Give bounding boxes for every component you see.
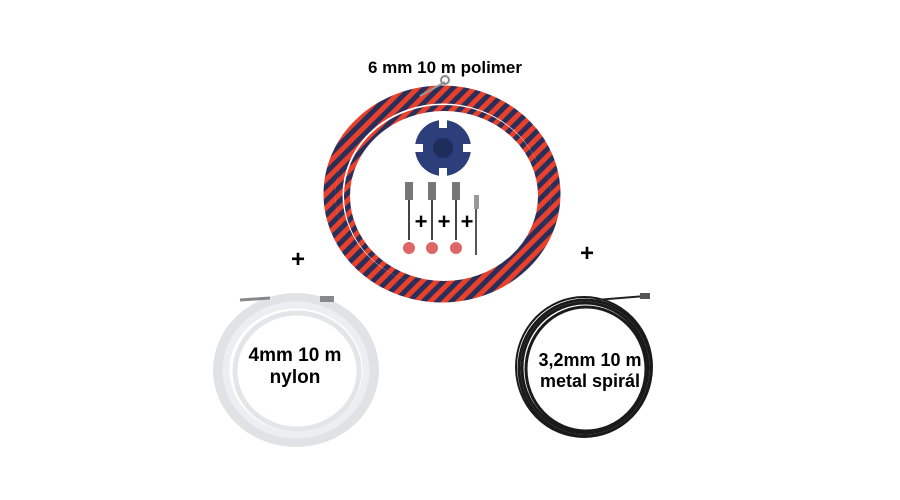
plus-sign-left: + bbox=[290, 246, 305, 273]
plus-sign-tip-1: + bbox=[414, 209, 428, 234]
plus-sign-right: + bbox=[579, 240, 594, 267]
nylon-coil bbox=[213, 293, 379, 447]
metal-label-line2: metal spirál bbox=[539, 370, 641, 391]
polymer-label: 6 mm 10 m polimer bbox=[367, 58, 522, 77]
metal-spiral-coil bbox=[515, 293, 653, 438]
blue-reel-accessory bbox=[413, 118, 473, 178]
plus-sign-tip-2: + bbox=[437, 209, 451, 234]
metal-label: 3,2mm 10 m metal spirál bbox=[515, 350, 665, 391]
polymer-coil bbox=[323, 75, 561, 303]
plus-sign-tip-3: + bbox=[460, 209, 474, 234]
nylon-label-line2: nylon bbox=[269, 366, 321, 388]
nylon-label-line1: 4mm 10 m bbox=[248, 345, 342, 366]
nylon-label: 4mm 10 m nylon bbox=[225, 345, 365, 389]
metal-label-line1: 3,2mm 10 m bbox=[538, 350, 642, 370]
pulling-tips bbox=[403, 182, 479, 255]
